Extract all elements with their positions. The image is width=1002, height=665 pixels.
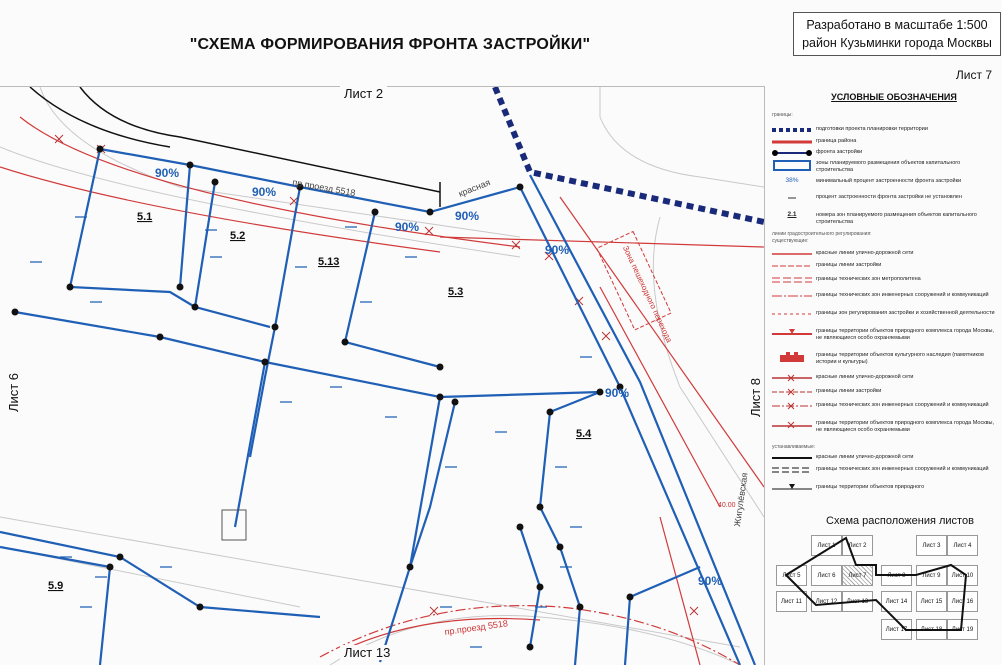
- front-junction-points: [11, 145, 634, 651]
- legend-text: красные линии улично-дорожной сети: [816, 250, 914, 256]
- legend-symbol: [772, 253, 812, 255]
- zone-number: 5.9: [48, 580, 63, 592]
- legend-title: УСЛОВНЫЕ ОБОЗНАЧЕНИЯ: [831, 92, 957, 102]
- legend-zone-symbol: [773, 160, 811, 171]
- legend-text: зоны планируемого размещения объектов ка…: [816, 160, 961, 173]
- planning-boundary: [492, 87, 764, 225]
- background-road-edges: [0, 87, 764, 665]
- red-lines: [0, 116, 764, 665]
- sheet-cell[interactable]: Лист 3: [916, 535, 947, 556]
- legend-symbol: [772, 313, 812, 315]
- legend-text: процент застроенности фронта застройки н…: [816, 194, 962, 200]
- percent-label: 90%: [252, 185, 276, 199]
- legend-symbol: [772, 374, 812, 382]
- street-label: пр.проезд 5518: [292, 177, 357, 198]
- sheet-cell[interactable]: Лист 11: [776, 591, 807, 612]
- legend-symbol: [772, 295, 812, 297]
- legend-text: границы территории объектов культурного …: [816, 352, 984, 365]
- legend-text: границы линии застройки: [816, 388, 882, 394]
- legend-text: красные линии улично-дорожной сети: [816, 454, 914, 460]
- neighbor-sheet-right[interactable]: Лист 8: [748, 373, 764, 422]
- district-outline: [784, 536, 968, 631]
- legend-symbol: [780, 352, 804, 362]
- sheet-layout-grid: Лист 1 Лист 2 Лист 3 Лист 4 Лист 5 Лист …: [776, 535, 998, 647]
- legend-symbol: [772, 467, 812, 473]
- sheet-layout-title: Схема расположения листов: [826, 515, 974, 527]
- boundary-cross-markers: [54, 134, 699, 616]
- legend-text: границы технических зон инженерных соору…: [816, 402, 989, 408]
- pedestrian-crossing-zone: Зона пешеходного перехода: [596, 230, 674, 344]
- legend-text: границы территории объектов природного к…: [816, 420, 995, 433]
- map-title: "СХЕМА ФОРМИРОВАНИЯ ФРОНТА ЗАСТРОЙКИ": [189, 36, 591, 53]
- sheet-number: Лист 7: [955, 68, 992, 82]
- legend-planning-symbol: [772, 128, 812, 132]
- percent-label: 90%: [698, 574, 722, 588]
- legend-section: границы:: [772, 112, 793, 118]
- neighbor-sheet-bottom[interactable]: Лист 13: [340, 645, 395, 660]
- legend-zone-number-symbol: 2.1: [787, 211, 797, 218]
- sheet-cell[interactable]: Лист 1: [811, 535, 842, 556]
- percent-label: 90%: [545, 243, 569, 257]
- legend-text: минимальный процент застроенности фронта…: [816, 178, 962, 184]
- zone-numbers: 5.1 5.2 5.13 5.3 5.4 5.9: [48, 211, 592, 592]
- legend-text: границы линии застройки: [816, 262, 882, 268]
- zone-number: 5.1: [137, 211, 152, 223]
- legend-text: границы территории объектов природного к…: [816, 328, 995, 341]
- district-text: район Кузьминки города Москвы: [802, 36, 992, 50]
- legend-symbol: [772, 388, 812, 396]
- legend: УСЛОВНЫЕ ОБОЗНАЧЕНИЯ границы: подготовки…: [768, 92, 1000, 522]
- existing-red-lines: [29, 87, 441, 207]
- scale-box: Разработано в масштабе 1:500 район Кузьм…: [793, 12, 1001, 56]
- legend-text: красные линии улично-дорожной сети: [816, 374, 914, 380]
- legend-text: границы территории объектов природного: [816, 484, 925, 490]
- legend-text: границы технических зон инженерных соору…: [816, 292, 989, 298]
- percent-label: 90%: [605, 386, 629, 400]
- legend-symbol: [772, 402, 812, 410]
- neighbor-sheet-left[interactable]: Лист 6: [6, 368, 22, 417]
- legend-section: устанавливаемые:: [772, 444, 816, 450]
- map-canvas[interactable]: Зона пешеходного перехода: [0, 86, 765, 665]
- legend-text: подготовки проекта планировки территории: [816, 126, 928, 132]
- zone-number: 5.13: [318, 256, 339, 268]
- sheet-cell[interactable]: Лист 4: [947, 535, 978, 556]
- legend-symbol: [772, 329, 812, 335]
- legend-text: номера зон планируемого размещения объек…: [816, 212, 977, 225]
- legend-section: существующие:: [772, 238, 809, 244]
- street-label: Жигулёвская: [732, 472, 749, 527]
- transformer-building: [221, 509, 247, 541]
- legend-percent-symbol: 38%: [785, 177, 799, 184]
- percent-label: 90%: [455, 209, 479, 223]
- front-tick-marks: [30, 216, 592, 648]
- legend-symbol: [772, 421, 812, 429]
- percent-labels: 90% 90% 90% 90% 90% 90% 90%: [155, 166, 722, 588]
- legend-symbol: [772, 484, 812, 490]
- legend-district-symbol: [772, 140, 812, 144]
- legend-dash-symbol: [788, 197, 796, 199]
- zone-number: 5.4: [576, 428, 592, 440]
- sheet-cell[interactable]: Лист 10: [947, 565, 978, 586]
- sheet-cell[interactable]: Лист 5: [776, 565, 807, 586]
- sheet-cell[interactable]: Лист 6: [811, 565, 842, 586]
- legend-text: границы технических зон инженерных соору…: [816, 466, 989, 472]
- legend-text: границы зон регулирования застройки и хо…: [816, 310, 995, 316]
- legend-symbol: [772, 457, 812, 459]
- legend-front-symbol: [772, 150, 812, 156]
- legend-symbol: [772, 265, 812, 267]
- legend-symbol: [772, 277, 812, 283]
- legend-text: границы технических зон метрополитена: [816, 276, 921, 282]
- legend-text: граница района: [816, 138, 857, 144]
- sheet-cell[interactable]: Лист 14: [881, 591, 912, 612]
- neighbor-sheet-top[interactable]: Лист 2: [340, 86, 388, 101]
- legend-section: линии градостроительного регулирования:: [772, 231, 872, 237]
- zone-number: 5.2: [230, 230, 245, 242]
- sheet-cell[interactable]: Лист 15: [916, 591, 947, 612]
- percent-label: 90%: [395, 220, 419, 234]
- zone-number: 5.3: [448, 286, 463, 298]
- legend-text: фронта застройки: [816, 149, 863, 155]
- road-width: 40.00: [718, 502, 736, 509]
- scale-text: Разработано в масштабе 1:500: [806, 18, 988, 32]
- percent-label: 90%: [155, 166, 179, 180]
